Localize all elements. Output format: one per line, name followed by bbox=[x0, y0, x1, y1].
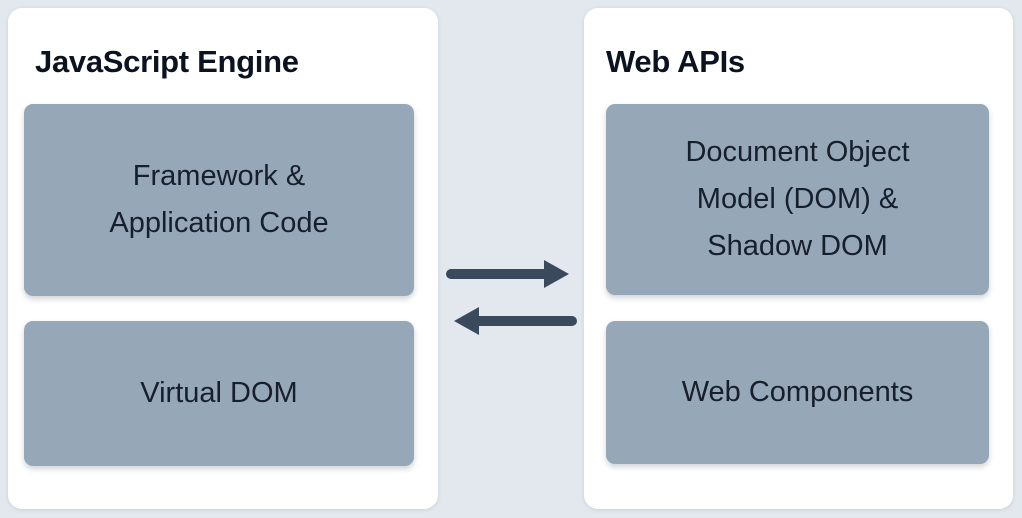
node-web-components: Web Components bbox=[606, 321, 989, 464]
arrow-left-icon bbox=[454, 307, 577, 335]
web-apis-panel: Web APIs Document Object Model (DOM) & S… bbox=[584, 8, 1013, 509]
panel-title-javascript-engine: JavaScript Engine bbox=[35, 44, 299, 79]
arrow-right-icon bbox=[446, 260, 569, 288]
javascript-engine-panel: JavaScript Engine Framework & Applicatio… bbox=[8, 8, 438, 509]
node-framework-application-code: Framework & Application Code bbox=[24, 104, 414, 296]
panel-title-web-apis: Web APIs bbox=[606, 44, 745, 79]
data-flow-arrows bbox=[438, 245, 586, 345]
node-dom-shadow-dom: Document Object Model (DOM) & Shadow DOM bbox=[606, 104, 989, 295]
node-virtual-dom: Virtual DOM bbox=[24, 321, 414, 466]
